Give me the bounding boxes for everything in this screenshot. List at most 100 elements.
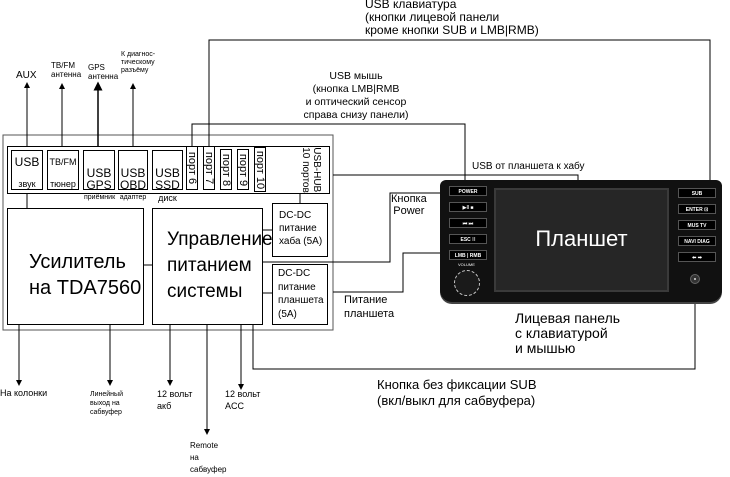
module-subtitle: приёмник bbox=[84, 194, 116, 201]
gps-antenna-label: GPS антенна bbox=[88, 63, 118, 81]
tv-fm-antenna-line1: ТВ/FM bbox=[51, 61, 75, 70]
sub-button-label: Кнопка без фиксации SUB (вкл/выкл для са… bbox=[377, 377, 537, 409]
gps-antenna-line1: GPS bbox=[88, 63, 105, 72]
front-panel-caption-line1: Лицевая панель bbox=[515, 310, 621, 326]
enclosure-outline bbox=[2, 134, 334, 331]
power-button-line1: Кнопка bbox=[391, 193, 427, 205]
sub-button-line1: Кнопка без фиксации SUB bbox=[377, 377, 537, 392]
panel-button-enter[interactable]: ENTER ⊡ bbox=[678, 204, 716, 214]
port-10: порт 10 bbox=[254, 147, 266, 192]
tablet-screen: Планшет bbox=[494, 188, 669, 292]
module-usb-ssd: USB SSD диск bbox=[152, 150, 183, 203]
usb-keyboard-line1: USB клавиатура bbox=[365, 0, 457, 11]
module-usb-gps: USB GPS приёмник bbox=[83, 150, 115, 201]
usb-hub-ports: 10 портов bbox=[300, 147, 311, 193]
module-tv-fm-tuner: ТВ/FM тюнер bbox=[47, 150, 79, 190]
port-6: порт 6 bbox=[186, 146, 198, 190]
diag-line2: тическому bbox=[121, 59, 155, 67]
sub-button-wire bbox=[252, 302, 696, 370]
tv-fm-antenna-line2: антенна bbox=[51, 70, 82, 80]
power-button-label: Кнопка Power bbox=[391, 193, 427, 217]
tablet-power-wire bbox=[333, 252, 442, 293]
port-label: порт 8 bbox=[220, 153, 232, 186]
usb-mouse-line2: (кнопка LMB|RMB bbox=[312, 83, 400, 95]
line-out-line3: сабвуфер bbox=[90, 409, 122, 416]
panel-button-play-stop[interactable]: ▶‖ ■ bbox=[449, 202, 487, 212]
usb-keyboard-label: USB клавиатура (кнопки лицевой панели кр… bbox=[365, 0, 539, 37]
usb-mouse-line3: и оптический сенсор bbox=[305, 96, 407, 108]
gps-antenna-line2: антенна bbox=[88, 72, 119, 82]
volume-knob-label: VOLUME bbox=[458, 262, 475, 267]
front-panel-caption-line2: с клавиатурой bbox=[515, 325, 608, 341]
usb-mouse-line4: справа снизу панели) bbox=[303, 109, 409, 121]
dcdc-tablet-line3: планшета bbox=[278, 295, 324, 306]
module-subtitle: тюнер bbox=[50, 179, 76, 189]
front-panel-caption: Лицевая панель с клавиатурой и мышью bbox=[515, 311, 620, 356]
panel-button-mus-tv[interactable]: MUS TV bbox=[678, 220, 716, 230]
usb-mouse-label: USB мышь (кнопка LMB|RMB и оптический се… bbox=[286, 70, 426, 122]
usb-tablet-hub-label: USB от планшета к хабу bbox=[472, 161, 585, 172]
module-subtitle: адаптер bbox=[119, 194, 147, 201]
dcdc-hub-line3: хаба (5A) bbox=[279, 236, 323, 247]
usb-keyboard-line2: (кнопки лицевой панели bbox=[365, 10, 500, 24]
port-label: порт 6 bbox=[186, 151, 198, 185]
module-subtitle: звук bbox=[18, 179, 36, 189]
power-management-block: Управление питанием системы bbox=[152, 208, 273, 325]
panel-button-arrows[interactable]: ⬅ ➡ bbox=[678, 252, 716, 262]
module-usb-sound: USB звук bbox=[11, 150, 43, 190]
panel-button-power[interactable]: POWER bbox=[449, 186, 487, 196]
usb-hub-label: USB-HUB 10 портов bbox=[296, 147, 326, 193]
acc-line1: 12 вольт bbox=[225, 389, 261, 399]
panel-button-lmb-rmb[interactable]: LMB | RMB bbox=[449, 250, 487, 260]
diag-connector-label: К диагнос- тическому разъёму bbox=[121, 51, 155, 75]
usb-tablet-hub-wire bbox=[333, 174, 579, 180]
amplifier-line2: на TDA7560 bbox=[29, 277, 142, 299]
module-subtitle: диск bbox=[158, 193, 177, 203]
battery-label: 12 вольт акб bbox=[157, 388, 192, 412]
remote-line1: Remote bbox=[190, 441, 219, 450]
module-title: ТВ/FM bbox=[49, 157, 77, 167]
power-button-line2: Power bbox=[393, 205, 425, 217]
port-label: порт 7 bbox=[203, 151, 215, 185]
panel-button-sub[interactable]: SUB bbox=[678, 188, 716, 198]
power-mgmt-line2: питанием bbox=[167, 255, 252, 276]
port-label: порт 10 bbox=[254, 150, 266, 189]
tablet-power-label: Питание планшета bbox=[344, 293, 394, 321]
remote-label: Remote на сабвуфер bbox=[190, 440, 227, 476]
module-title: USB GPS bbox=[86, 166, 112, 192]
dcdc-tablet-block: DC-DC питание планшета (5A) bbox=[272, 264, 328, 325]
front-panel: POWER ▶‖ ■ ⏮ ⏭ ESC ⁞⁞ LMB | RMB VOLUME П… bbox=[440, 180, 722, 302]
optical-sensor-icon bbox=[690, 274, 700, 284]
port-8: порт 8 bbox=[220, 149, 232, 190]
line-out-line2: выход на bbox=[90, 400, 120, 407]
volume-knob[interactable] bbox=[454, 270, 480, 296]
panel-button-prev-next[interactable]: ⏮ ⏭ bbox=[449, 218, 487, 228]
module-usb-obd: USB OBD адаптер bbox=[118, 150, 148, 201]
amplifier-line1: Усилитель bbox=[29, 251, 126, 273]
usb-mouse-wire bbox=[191, 123, 466, 180]
power-mgmt-line3: системы bbox=[167, 281, 243, 302]
diag-line1: К диагнос- bbox=[121, 51, 156, 58]
panel-button-esc-menu[interactable]: ESC ⁞⁞ bbox=[449, 234, 487, 244]
module-title: USB bbox=[14, 155, 40, 169]
tv-fm-antenna-label: ТВ/FM антенна bbox=[51, 61, 81, 79]
dcdc-tablet-line1: DC-DC bbox=[278, 268, 311, 279]
usb-mouse-line1: USB мышь bbox=[329, 70, 383, 82]
power-button-wire bbox=[262, 192, 442, 263]
line-out-line1: Линейный bbox=[90, 391, 123, 398]
diag-line3: разъёму bbox=[121, 67, 149, 75]
amplifier-block: Усилитель на TDA7560 bbox=[7, 208, 144, 325]
usb-keyboard-wire bbox=[208, 39, 711, 180]
power-mgmt-line1: Управление bbox=[167, 229, 273, 250]
aux-label: AUX bbox=[16, 70, 37, 81]
sub-button-line2: (вкл/выкл для сабвуфера) bbox=[377, 393, 536, 408]
line-out-label: Линейный выход на сабвуфер bbox=[90, 390, 123, 417]
dcdc-tablet-line2: питание bbox=[278, 281, 316, 293]
panel-button-navi-diag[interactable]: NAVI DIAG bbox=[678, 236, 716, 246]
module-title: USB OBD bbox=[119, 166, 146, 192]
remote-line3: сабвуфер bbox=[190, 465, 227, 474]
battery-line1: 12 вольт bbox=[157, 389, 193, 399]
module-title: USB SSD bbox=[155, 166, 180, 192]
tablet-screen-label: Планшет bbox=[535, 226, 628, 251]
